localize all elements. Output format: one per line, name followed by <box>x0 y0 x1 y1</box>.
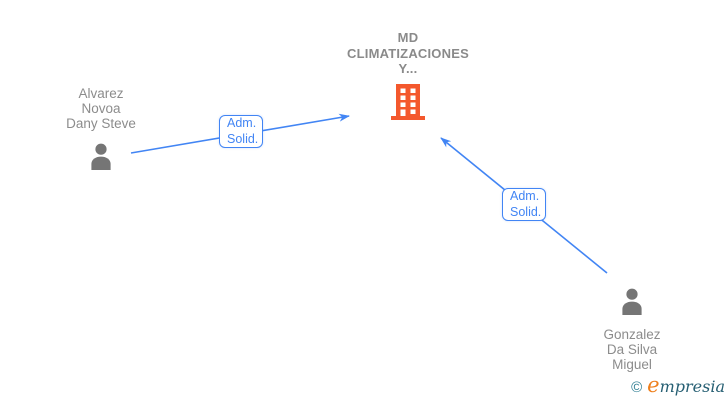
company-name-line: Y... <box>398 61 418 76</box>
edge-label-line: Adm. <box>510 189 540 203</box>
company-name: MD CLIMATIZACIONES Y... <box>347 30 469 77</box>
node-person-alvarez[interactable]: Alvarez Novoa Dany Steve <box>31 86 171 170</box>
node-company[interactable]: MD CLIMATIZACIONES Y... <box>328 30 488 120</box>
edge-label-adm-solid-1: Adm. Solid. <box>219 115 263 148</box>
person-name: Alvarez Novoa Dany Steve <box>66 86 136 131</box>
person-name-line: Alvarez <box>78 86 124 101</box>
person-name-line: Miguel <box>612 357 652 372</box>
person-name-line: Gonzalez <box>603 327 661 342</box>
copyright-icon: © <box>631 379 643 396</box>
person-name: Gonzalez Da Silva Miguel <box>603 327 660 372</box>
empresia-watermark: © empresia <box>631 373 725 397</box>
edge-label-line: Solid. <box>227 131 259 146</box>
company-name-line: MD <box>397 30 419 45</box>
building-icon <box>391 83 425 120</box>
person-name-line: Da Silva <box>606 342 658 357</box>
person-name-line: Novoa <box>81 101 121 116</box>
empresia-logo: empresia <box>647 373 725 397</box>
person-name-line: Dany Steve <box>66 116 136 131</box>
empresia-logo-initial: e <box>647 373 660 397</box>
edge-label-adm-solid-2: Adm. Solid. <box>502 188 546 221</box>
empresia-logo-rest: mpresia <box>659 377 725 396</box>
person-icon <box>622 288 642 315</box>
edge-label-line: Adm. <box>227 116 257 130</box>
person-icon <box>91 143 111 170</box>
edge-label-line: Solid. <box>510 204 542 219</box>
company-name-line: CLIMATIZACIONES <box>347 45 469 61</box>
node-person-gonzalez[interactable]: Gonzalez Da Silva Miguel <box>560 288 704 372</box>
